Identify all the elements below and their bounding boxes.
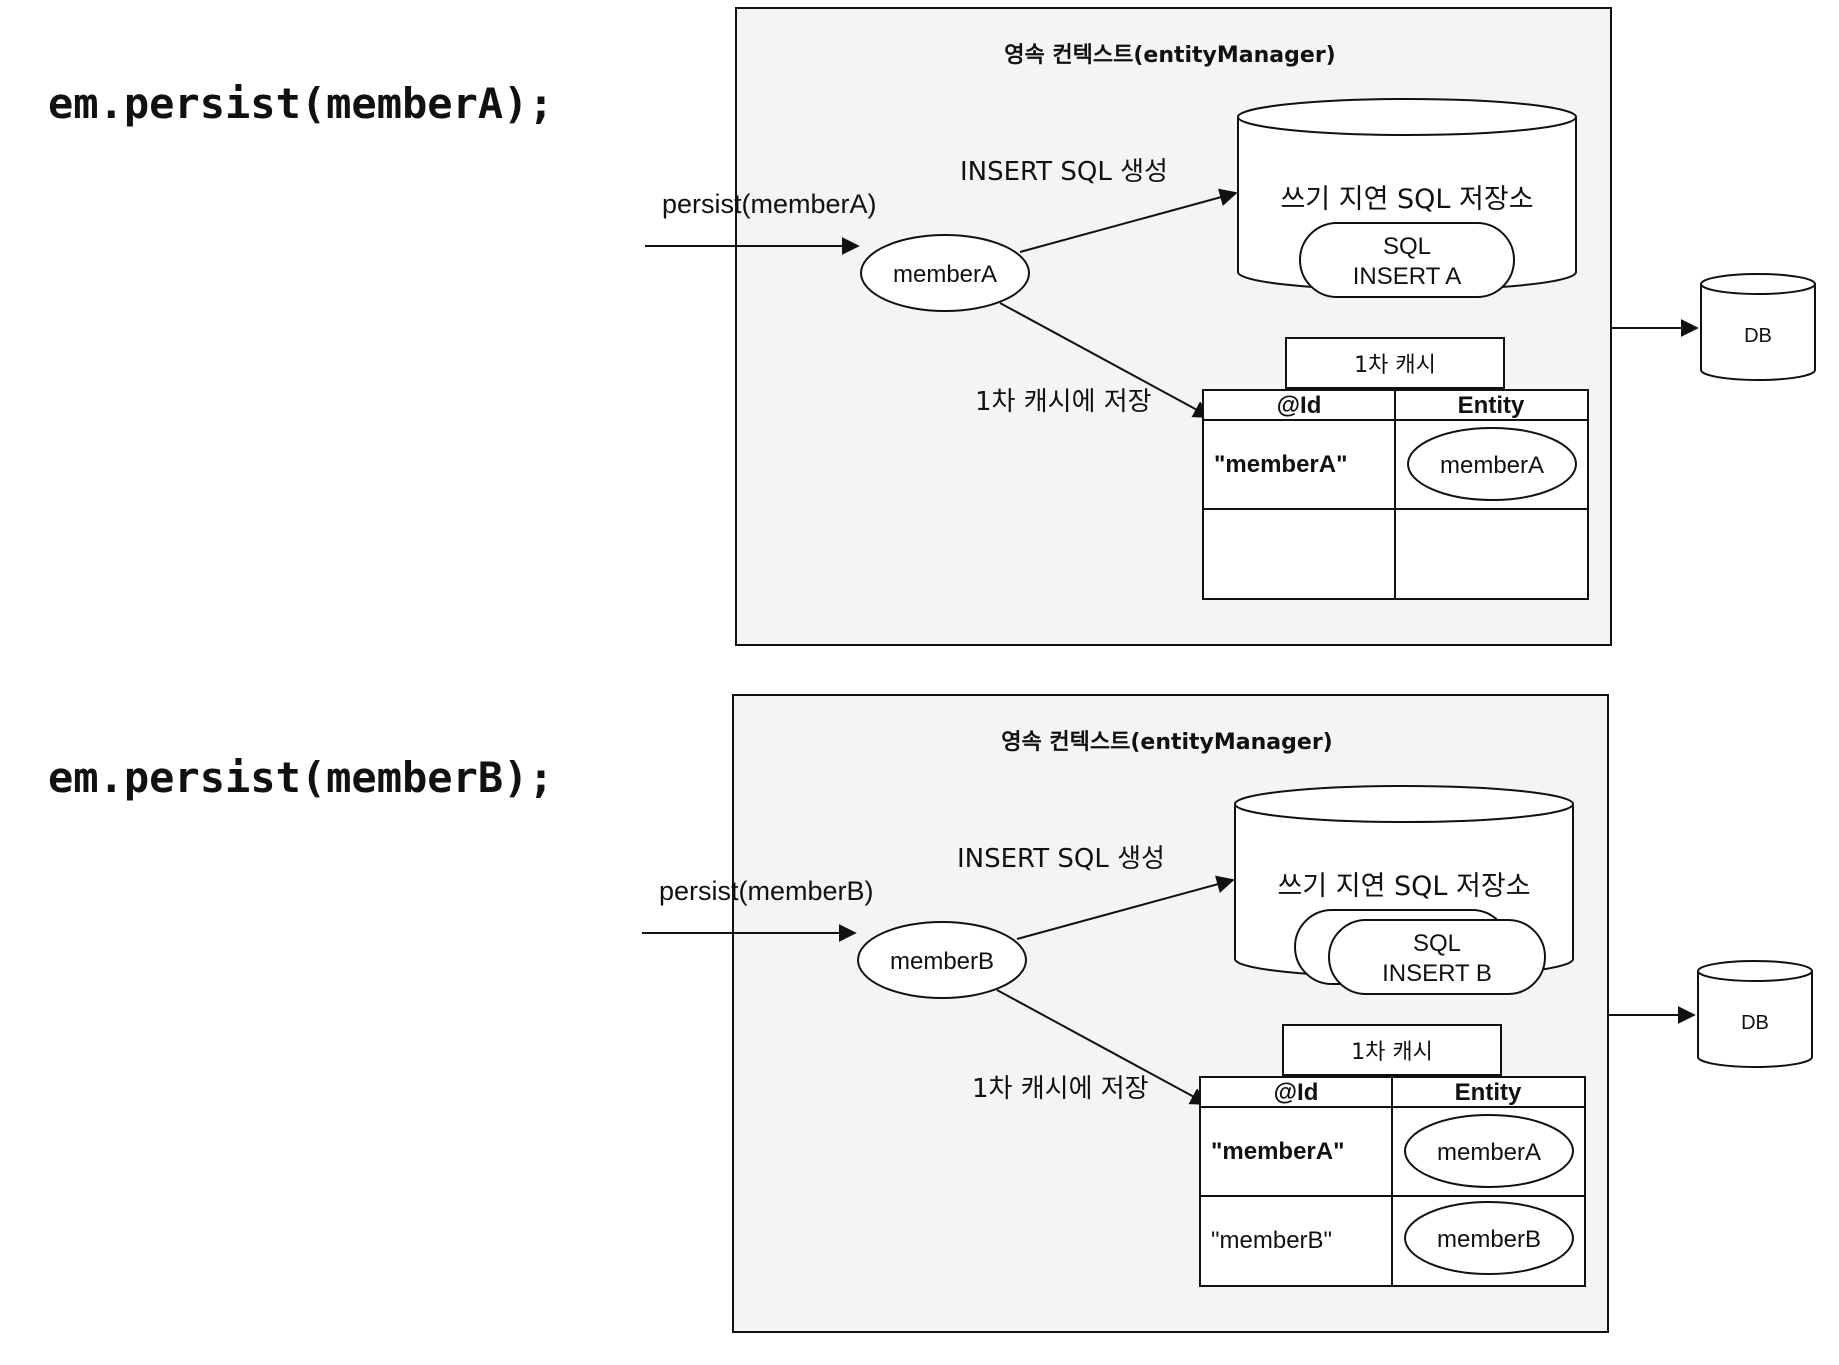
cache-store-label: 1차 캐시에 저장 — [975, 387, 1152, 417]
insert-sql-arrow — [1019, 188, 1238, 253]
cache-row-id: "memberA" — [1214, 451, 1347, 478]
database-cylinder — [1697, 960, 1813, 1068]
panel-persist-memberA: em.persist(memberA); 영속 컨텍스트(entityManag… — [48, 7, 1816, 646]
cache-entity-node — [1404, 1114, 1574, 1188]
panel-persist-memberB: em.persist(memberB); 영속 컨텍스트(entityManag… — [48, 694, 1813, 1333]
cache-tab-label: 1차 캐시 — [1354, 353, 1436, 378]
sql-store-label: 쓰기 지연 SQL 저장소 — [1280, 184, 1533, 215]
context-title: 영속 컨텍스트(entityManager) — [1004, 43, 1335, 68]
cache-tab — [1285, 337, 1505, 389]
insert-sql-label: INSERT SQL 생성 — [960, 157, 1168, 187]
cache-header-entity: Entity — [1458, 392, 1525, 419]
cache-header-id: @Id — [1277, 392, 1322, 419]
sql-item — [1299, 222, 1515, 298]
cache-tab — [1282, 1024, 1502, 1076]
sql-item-line2: INSERT A — [1353, 263, 1462, 290]
database-label: DB — [1741, 1012, 1769, 1034]
cache-row-entity: memberB — [1437, 1226, 1541, 1253]
cache-store-label: 1차 캐시에 저장 — [972, 1074, 1149, 1104]
entity-node — [857, 921, 1027, 999]
cache-tab-label: 1차 캐시 — [1351, 1040, 1433, 1065]
cache-row-entity: memberA — [1437, 1139, 1541, 1166]
persist-label: persist(memberB) — [659, 876, 874, 906]
cache-header-entity: Entity — [1455, 1079, 1522, 1106]
sql-item-line2: INSERT B — [1382, 960, 1492, 987]
cache-store-arrow — [999, 302, 1212, 418]
entity-node — [860, 234, 1030, 312]
cache-row-id: "memberA" — [1211, 1138, 1344, 1165]
insert-sql-label: INSERT SQL 생성 — [957, 844, 1165, 874]
cache-entity-node — [1404, 1201, 1574, 1275]
insert-sql-arrow — [1016, 875, 1235, 940]
sql-store-label: 쓰기 지연 SQL 저장소 — [1277, 871, 1530, 902]
code-persist-memberB: em.persist(memberB); — [48, 753, 554, 802]
cache-row-entity: memberA — [1440, 452, 1544, 479]
cache-row-id: "memberB" — [1211, 1227, 1332, 1254]
sql-item — [1328, 919, 1546, 995]
entity-node-label: memberB — [890, 948, 994, 975]
cache-entity-node — [1407, 427, 1577, 501]
database-label: DB — [1744, 325, 1772, 347]
sql-item-line1: SQL — [1413, 930, 1461, 957]
entity-node-label: memberA — [893, 261, 997, 288]
code-persist-memberA: em.persist(memberA); — [48, 79, 554, 128]
persist-label: persist(memberA) — [662, 189, 877, 219]
context-title: 영속 컨텍스트(entityManager) — [1001, 730, 1332, 755]
database-cylinder — [1700, 273, 1816, 381]
cache-header-id: @Id — [1274, 1079, 1319, 1106]
cache-table — [1202, 389, 1589, 600]
cache-store-arrow — [996, 989, 1209, 1105]
sql-item-line1: SQL — [1383, 233, 1431, 260]
